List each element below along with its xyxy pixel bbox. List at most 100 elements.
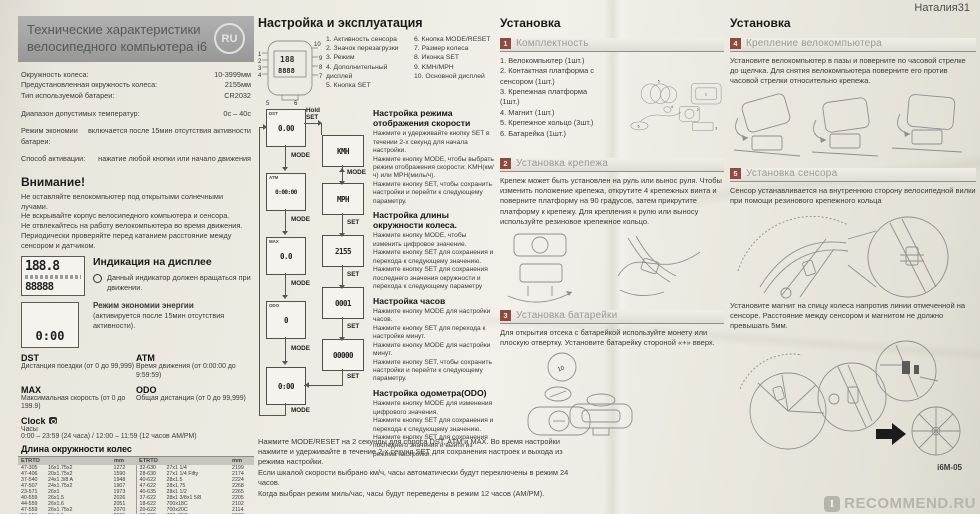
kit-item: 2. Контактная платформа с сенсором (1шт.… [500,66,594,86]
section-title: Установка крепежа [516,158,609,169]
section-body: Крепеж может быть установлен на руль или… [500,176,722,226]
callout-item: 5. Кнопка SET [326,81,371,89]
instruction-line: Нажмите кнопку SET, чтобы сохранить наст… [373,180,492,205]
spec-value: включается после 15мин отсутствия активн… [88,126,251,136]
table-row: 37-622 28x1 3/8x1 5/8 2205 [139,494,244,501]
instruction-line: Нажмите кнопку MODE для настройки минут. [373,341,491,358]
callout-item: 4. Дополнительный дисплей [326,63,388,80]
warning-lines: Не оставляйте велокомпьютер под открытым… [18,192,254,251]
flow-screen-clock: 0:00 [266,367,306,405]
kit-items: 1. Велокомпьютер (1шт.)2. Контактная пла… [500,56,606,152]
spec-label: Диапазон допустимых температур: [21,108,140,118]
spec-value: 2155мм [224,80,251,90]
section-title: Установка батарейки [516,309,618,321]
svg-text:9: 9 [319,56,322,62]
section-body: Установите велокомпьютер в пазы и поверн… [730,56,966,86]
svg-text:8: 8 [319,65,322,71]
svg-text:4: 4 [671,105,673,109]
metric-max: MAX Максимальная скорость (от 0 до 199.9… [21,384,126,411]
section-attach-computer: 4 Крепление велокомпьютера Установите ве… [730,38,976,162]
fig-magnet-spoke [739,340,961,455]
fig-device-callouts: 188 8888 1 2 3 4 5 6 7 8 9 10 [258,40,322,107]
device-callouts: 188 8888 1 2 3 4 5 6 7 8 9 10 1. Актив [258,35,496,107]
fig-mount-install [507,233,701,303]
instruction-line: Нажмите кнопку SET, чтобы сохранить наст… [373,358,492,383]
install-column-b: Установка 4 Крепление велокомпьютера Уст… [730,16,976,472]
svg-text:2: 2 [697,108,699,112]
section-number-badge: 3 [500,309,511,321]
spec-row: Предустановленная окружность колеса: 215… [21,80,251,91]
callout-item: 10. Основной дисплей [414,72,485,80]
install-title: Установка [500,16,561,30]
metric-dst: DST Дистанция поездки (от 0 до 99,999) [21,353,135,371]
table-row: 47-507 24x1.75x2 1907 [21,482,126,489]
svg-text:5: 5 [266,101,270,107]
section-sensor: 5 Установка сенсора Сенсор устанавливает… [730,167,976,457]
callout-item: 9. KMH/MPH [414,63,454,71]
section-body: Для открытия отсека с батарейкой использ… [500,327,715,348]
section-odometer: Настройка одометра(ODO) Нажмите кнопку M… [373,388,496,459]
lcd-clock-icon: 0:00 [21,302,79,349]
section-title: Комплектность [516,38,589,49]
specs-rows: Окружность колеса: 10-3999мм Предустанов… [18,70,254,165]
flow-screen-odo-set: 00000 [322,339,364,371]
spec-row: Тип используемой батареи: CR2032 [21,91,251,102]
svg-text:6: 6 [294,101,298,107]
warning-line: Не оставляйте велокомпьютер под открытым… [21,191,224,211]
watermark-username: Наталия31 [914,2,970,14]
note-line: Если шкалой скорости выбрано км/ч, часы … [258,467,569,487]
flow-screen-clock-set: 0001 [322,287,364,319]
instruction-line: Нажмите кнопку SET для сохранения и пере… [373,417,494,433]
reset-notes: Нажмите MODE/RESET на 2 секунды для сбро… [258,437,570,500]
table-row: 20-622 700x20C 2114 [139,506,244,513]
spec-value: 0c – 40c [223,108,251,118]
metrics: DST Дистанция поездки (от 0 до 99,999) A… [18,353,254,416]
section-body-2: Установите магнит на спицу колеса напрот… [730,300,966,331]
specs-column: Технические характеристики велосипедного… [18,16,254,514]
section-wheel-size: Настройка длины окружности колеса. Нажми… [373,210,496,291]
instruction-line: Нажмите кнопку MODE для настройки часов. [373,307,491,324]
kit-item: 1. Велокомпьютер (1шт.) [500,56,585,65]
kit-item: 3. Крепежная платформа (1шт.) [500,87,588,107]
install-column-a: Установка 1 Комплектность 1. Велокомпьют… [500,16,724,443]
wheel-table: ETRTO mm ETRTO mm 47-305 16x1.75x2 1272 [18,455,254,514]
section-mount: 2 Установка крепежа Крепеж может быть ус… [500,158,724,304]
install-title: Установка [730,16,791,30]
table-row: 47-305 16x1.75x2 1272 [21,464,126,471]
display-section: 188.8 88888 0:00 Индикация на дисплее Да… [18,256,254,349]
table-row: 40-622 28x1.5 2224 [139,476,244,483]
section-kit: 1 Комплектность 1. Велокомпьютер (1шт.)2… [500,38,724,152]
display-text: Индикация на дисплее Данный индикатор до… [85,256,251,348]
wheel-table-left: 47-305 16x1.75x2 1272 47-406 20x1.75x2 1… [18,464,137,514]
spec-value: нажатие любой кнопки или начало движения [98,154,251,164]
fig-attach-computer [733,93,963,157]
section-number-badge: 5 [730,167,741,179]
svg-text:1: 1 [258,52,262,58]
svg-text:6: 6 [638,125,640,129]
kit-item: 4. Магнит (1шт.) [500,107,555,117]
svg-text:3: 3 [258,66,262,72]
setup-column: Настройка и эксплуатация 188 8888 1 2 3 … [258,16,496,464]
note-line: Когда выбран режим миль/час, часы будут … [258,488,545,498]
table-row: 47-406 20x1.75x2 1590 [21,470,126,477]
indicator-row: Данный индикатор должен вращаться при дв… [93,273,251,292]
table-row: 40-559 26x1.5 2026 [21,494,126,501]
callout-item: 1. Активность сенсора [326,36,397,43]
instruction-line: Нажмите кнопку SET для перехода к настро… [373,324,486,341]
spec-label: Предустановленная окружность колеса: [21,80,158,90]
setup-texts: Настройка режима отображения скорости На… [371,108,496,464]
eco-mode-note: (активируется после 15мин отсутствия акт… [93,311,225,330]
warning-line: Не отвлекайтесь на работу велокомпьютера… [21,221,243,231]
fig-sensor-fork [737,215,949,299]
warning-line: Не вскрывайте корпус велосипедного компь… [21,211,230,221]
callout-item: 3. Режим [326,54,355,62]
section-body: Сенсор устанавливается на внутреннюю сто… [730,185,976,205]
specs-header: Технические характеристики велосипедного… [18,16,254,62]
kit-item: 6. Батарейка (1шт.) [500,128,566,138]
fig-kit-parts: 5 1 4 2 3 6 [630,80,722,131]
table-row: 47-559 26x1.75x2 2070 [21,506,126,513]
